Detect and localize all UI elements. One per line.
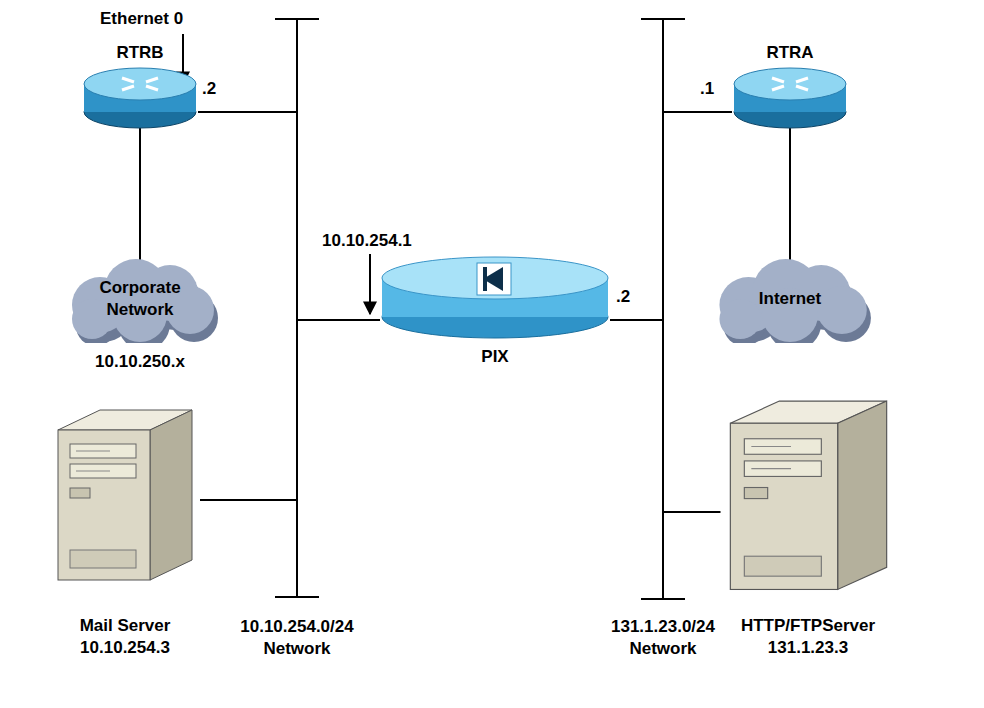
router-icon (82, 66, 198, 130)
node-label: Corporate Network (80, 277, 200, 321)
address-label: .2 (616, 286, 630, 308)
router: RTRB (82, 42, 198, 130)
icon-box (732, 66, 848, 130)
node-label: PIX (481, 346, 508, 368)
network-link (139, 126, 141, 261)
icon-box: Internet (707, 255, 873, 343)
router-icon (732, 66, 848, 130)
node-label: 10.10.250.x (95, 351, 185, 373)
server-icon (50, 400, 200, 585)
node-label: RTRB (116, 42, 163, 64)
icon-box (380, 255, 610, 340)
icon-box (82, 66, 198, 130)
network-segment: 131.1.23.0/24 Network (588, 18, 738, 660)
network-link (610, 319, 663, 321)
node-label: 131.1.23.0/24 Network (588, 616, 738, 660)
network-link (663, 111, 732, 113)
address-label: .2 (202, 78, 216, 100)
network-link (297, 319, 380, 321)
network-cloud: Internet (707, 255, 873, 343)
icon-box (273, 18, 321, 598)
network-segment: 10.10.254.0/24 Network (222, 18, 372, 660)
node-label: Internet (730, 288, 850, 310)
router: RTRA (732, 42, 848, 130)
node-label: 10.10.254.0/24 Network (222, 616, 372, 660)
interface-label: Ethernet 0 (100, 8, 183, 30)
server-icon (721, 390, 896, 595)
icon-box (721, 390, 896, 595)
firewall: PIX (380, 255, 610, 368)
address-label: .1 (700, 78, 714, 100)
network-link (198, 111, 297, 113)
ethernet-segment (639, 18, 687, 600)
network-cloud: Corporate Network 10.10.250.x (60, 255, 220, 373)
server: HTTP/FTPServer 131.1.23.3 (721, 390, 896, 659)
address-label: 10.10.254.1 (322, 230, 412, 252)
icon-box (639, 18, 687, 600)
network-link (663, 511, 721, 513)
callout-arrow (369, 254, 371, 314)
node-label: RTRA (766, 42, 813, 64)
icon-box (50, 400, 200, 585)
network-link (789, 126, 791, 261)
node-label: Mail Server 10.10.254.3 (45, 615, 205, 659)
server: Mail Server 10.10.254.3 (45, 400, 205, 659)
ethernet-segment (273, 18, 321, 598)
network-link (200, 499, 297, 501)
cloud-shape (60, 255, 220, 343)
node-label: HTTP/FTPServer 131.1.23.3 (723, 615, 893, 659)
firewall-icon (380, 255, 610, 340)
icon-box: Corporate Network (60, 255, 220, 343)
